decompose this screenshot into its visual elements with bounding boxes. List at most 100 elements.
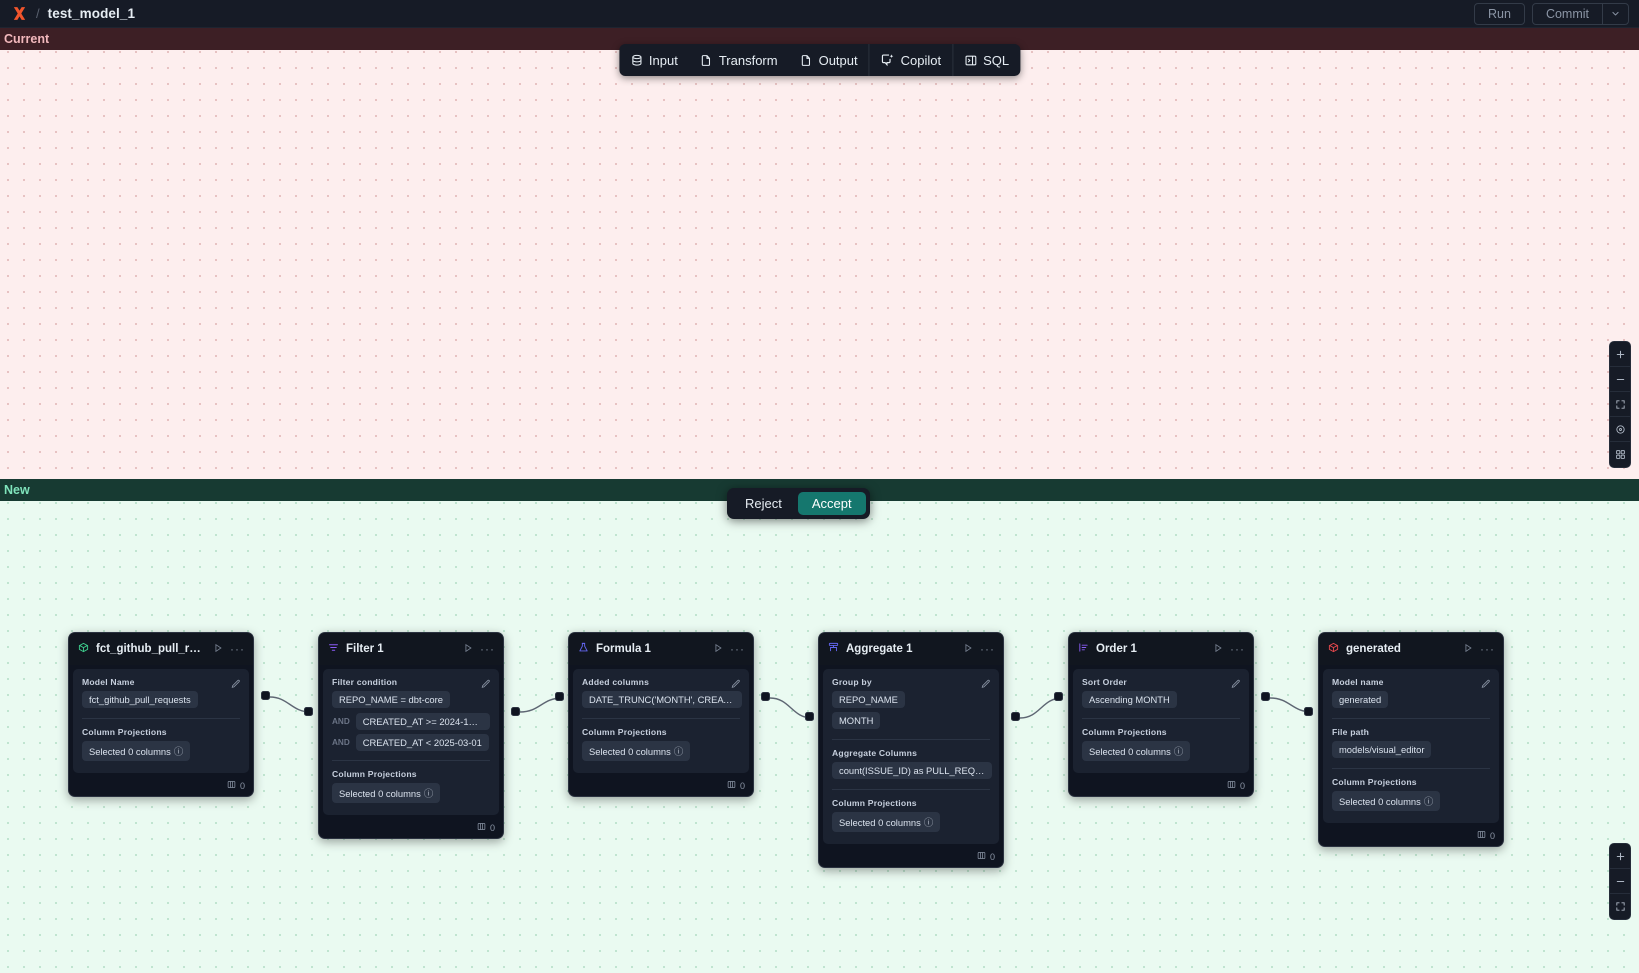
group-by-pill[interactable]: REPO_NAME	[832, 691, 905, 709]
play-icon[interactable]	[463, 643, 473, 656]
field-label: Filter condition	[332, 677, 398, 687]
commit-split-button[interactable]: Commit	[1531, 2, 1629, 25]
field-value-pill[interactable]: fct_github_pull_requests	[82, 691, 198, 709]
ellipsis-icon[interactable]: ···	[230, 642, 245, 656]
cube-icon	[1328, 640, 1339, 658]
node-formula-1[interactable]: Formula 1 ··· Added columns DATE_TRUNC('…	[568, 632, 754, 797]
play-icon[interactable]	[963, 643, 973, 656]
ellipsis-icon[interactable]: ···	[480, 642, 495, 656]
info-icon[interactable]: ⓘ	[1423, 796, 1434, 807]
node-aggregate-1[interactable]: Aggregate 1 ··· Group by REPO_NAME MONTH…	[818, 632, 1004, 868]
pencil-icon[interactable]	[481, 676, 491, 694]
info-icon[interactable]: ⓘ	[673, 746, 684, 757]
run-button[interactable]: Run	[1474, 2, 1525, 25]
node-filter-1[interactable]: Filter 1 ··· Filter condition REPO_NAME …	[318, 632, 504, 839]
accept-button[interactable]: Accept	[797, 492, 866, 515]
node-handle-out-filter[interactable]	[511, 707, 520, 716]
field-value-pill[interactable]: DATE_TRUNC('MONTH', CREATED_AT…	[582, 691, 742, 709]
commit-button[interactable]: Commit	[1545, 6, 1589, 21]
play-icon[interactable]	[1463, 643, 1473, 656]
play-icon[interactable]	[1213, 643, 1223, 656]
info-icon[interactable]: ⓘ	[423, 788, 434, 799]
toolbar-item-sql[interactable]: SQL	[952, 44, 1020, 76]
field-divider	[582, 718, 740, 719]
field-value-pill[interactable]: Ascending MONTH	[1082, 691, 1177, 709]
node-handle-out-aggregate[interactable]	[1011, 712, 1020, 721]
center-target-icon[interactable]	[1610, 417, 1630, 442]
filter-condition-pill[interactable]: CREATED_AT < 2025-03-01	[355, 734, 489, 751]
field-divider	[832, 789, 990, 790]
toolbar-item-copilot[interactable]: Copilot	[868, 44, 952, 76]
columns-icon	[727, 780, 736, 791]
node-handle-in-aggregate[interactable]	[805, 712, 814, 721]
field-label: Sort Order	[1082, 677, 1127, 687]
node-body: Added columns DATE_TRUNC('MONTH', CREATE…	[573, 669, 749, 773]
pencil-icon[interactable]	[231, 676, 241, 694]
node-handle-out-order[interactable]	[1261, 692, 1270, 701]
zoom-out-icon[interactable]	[1610, 869, 1630, 894]
file-text-icon	[700, 54, 713, 67]
zoom-out-icon[interactable]	[1610, 367, 1630, 392]
database-icon	[630, 54, 643, 67]
ellipsis-icon[interactable]: ···	[1230, 642, 1245, 656]
field-label: Model Name	[82, 677, 135, 687]
node-handle-in-filter[interactable]	[304, 707, 313, 716]
info-icon[interactable]: ⓘ	[1173, 746, 1184, 757]
zoom-in-icon[interactable]	[1610, 342, 1630, 367]
node-generated[interactable]: generated ··· Model name generated File …	[1318, 632, 1504, 847]
reject-button[interactable]: Reject	[745, 496, 782, 511]
pencil-icon[interactable]	[1231, 676, 1241, 694]
toolbar-label-copilot: Copilot	[900, 52, 942, 68]
fit-view-icon[interactable]	[1610, 894, 1630, 919]
toolbar-item-transform[interactable]: Transform	[689, 44, 789, 76]
node-handle-in-formula[interactable]	[555, 692, 564, 701]
field-label: Aggregate Columns	[832, 748, 918, 758]
ellipsis-icon[interactable]: ···	[1480, 642, 1495, 656]
field-value-pill[interactable]: models/visual_editor	[1332, 741, 1432, 759]
group-by-pill[interactable]: MONTH	[832, 712, 881, 730]
top-bar-actions: Run Commit	[1474, 2, 1629, 25]
chevron-down-icon[interactable]	[1602, 3, 1628, 24]
node-fct-github-pull-requests[interactable]: fct_github_pull_requests ··· Model Name …	[68, 632, 254, 797]
fit-view-icon[interactable]	[1610, 392, 1630, 417]
info-icon[interactable]: ⓘ	[923, 817, 934, 828]
canvas-current[interactable]	[0, 28, 1639, 479]
info-icon[interactable]: ⓘ	[173, 746, 184, 757]
zoom-in-icon[interactable]	[1610, 844, 1630, 869]
footer-count: 0	[1489, 830, 1495, 841]
toolbar-item-input[interactable]: Input	[619, 44, 689, 76]
footer-count: 0	[989, 851, 995, 862]
node-handle-out-source[interactable]	[261, 691, 270, 700]
ellipsis-icon[interactable]: ···	[980, 642, 995, 656]
toolbar-label-sql: SQL	[983, 52, 1010, 68]
ellipsis-icon[interactable]: ···	[730, 642, 745, 656]
columns-icon	[1227, 780, 1236, 791]
filter-condition-pill[interactable]: REPO_NAME = dbt-core	[332, 691, 450, 709]
node-order-1[interactable]: Order 1 ··· Sort Order Ascending MONTH C…	[1068, 632, 1254, 797]
node-title: generated	[1346, 643, 1401, 655]
field-value-pill[interactable]: count(ISSUE_ID) as PULL_REQUEST_…	[832, 762, 992, 780]
node-handle-in-order[interactable]	[1054, 692, 1063, 701]
play-icon[interactable]	[213, 643, 223, 656]
play-icon[interactable]	[713, 643, 723, 656]
node-handle-in-generated[interactable]	[1304, 707, 1313, 716]
filter-condition-row: AND CREATED_AT >= 2024-12-01	[332, 713, 490, 730]
field-value-pill[interactable]: generated	[1332, 691, 1389, 709]
filter-condition-pill[interactable]: CREATED_AT >= 2024-12-01	[355, 713, 490, 730]
node-handle-out-formula[interactable]	[761, 692, 770, 701]
pencil-icon[interactable]	[1481, 676, 1491, 694]
grid-toggle-icon[interactable]	[1610, 442, 1630, 467]
pencil-icon[interactable]	[731, 676, 741, 694]
x-logo-icon[interactable]	[10, 5, 28, 23]
pencil-icon[interactable]	[981, 676, 991, 694]
toolbar-item-output[interactable]: Output	[789, 44, 869, 76]
